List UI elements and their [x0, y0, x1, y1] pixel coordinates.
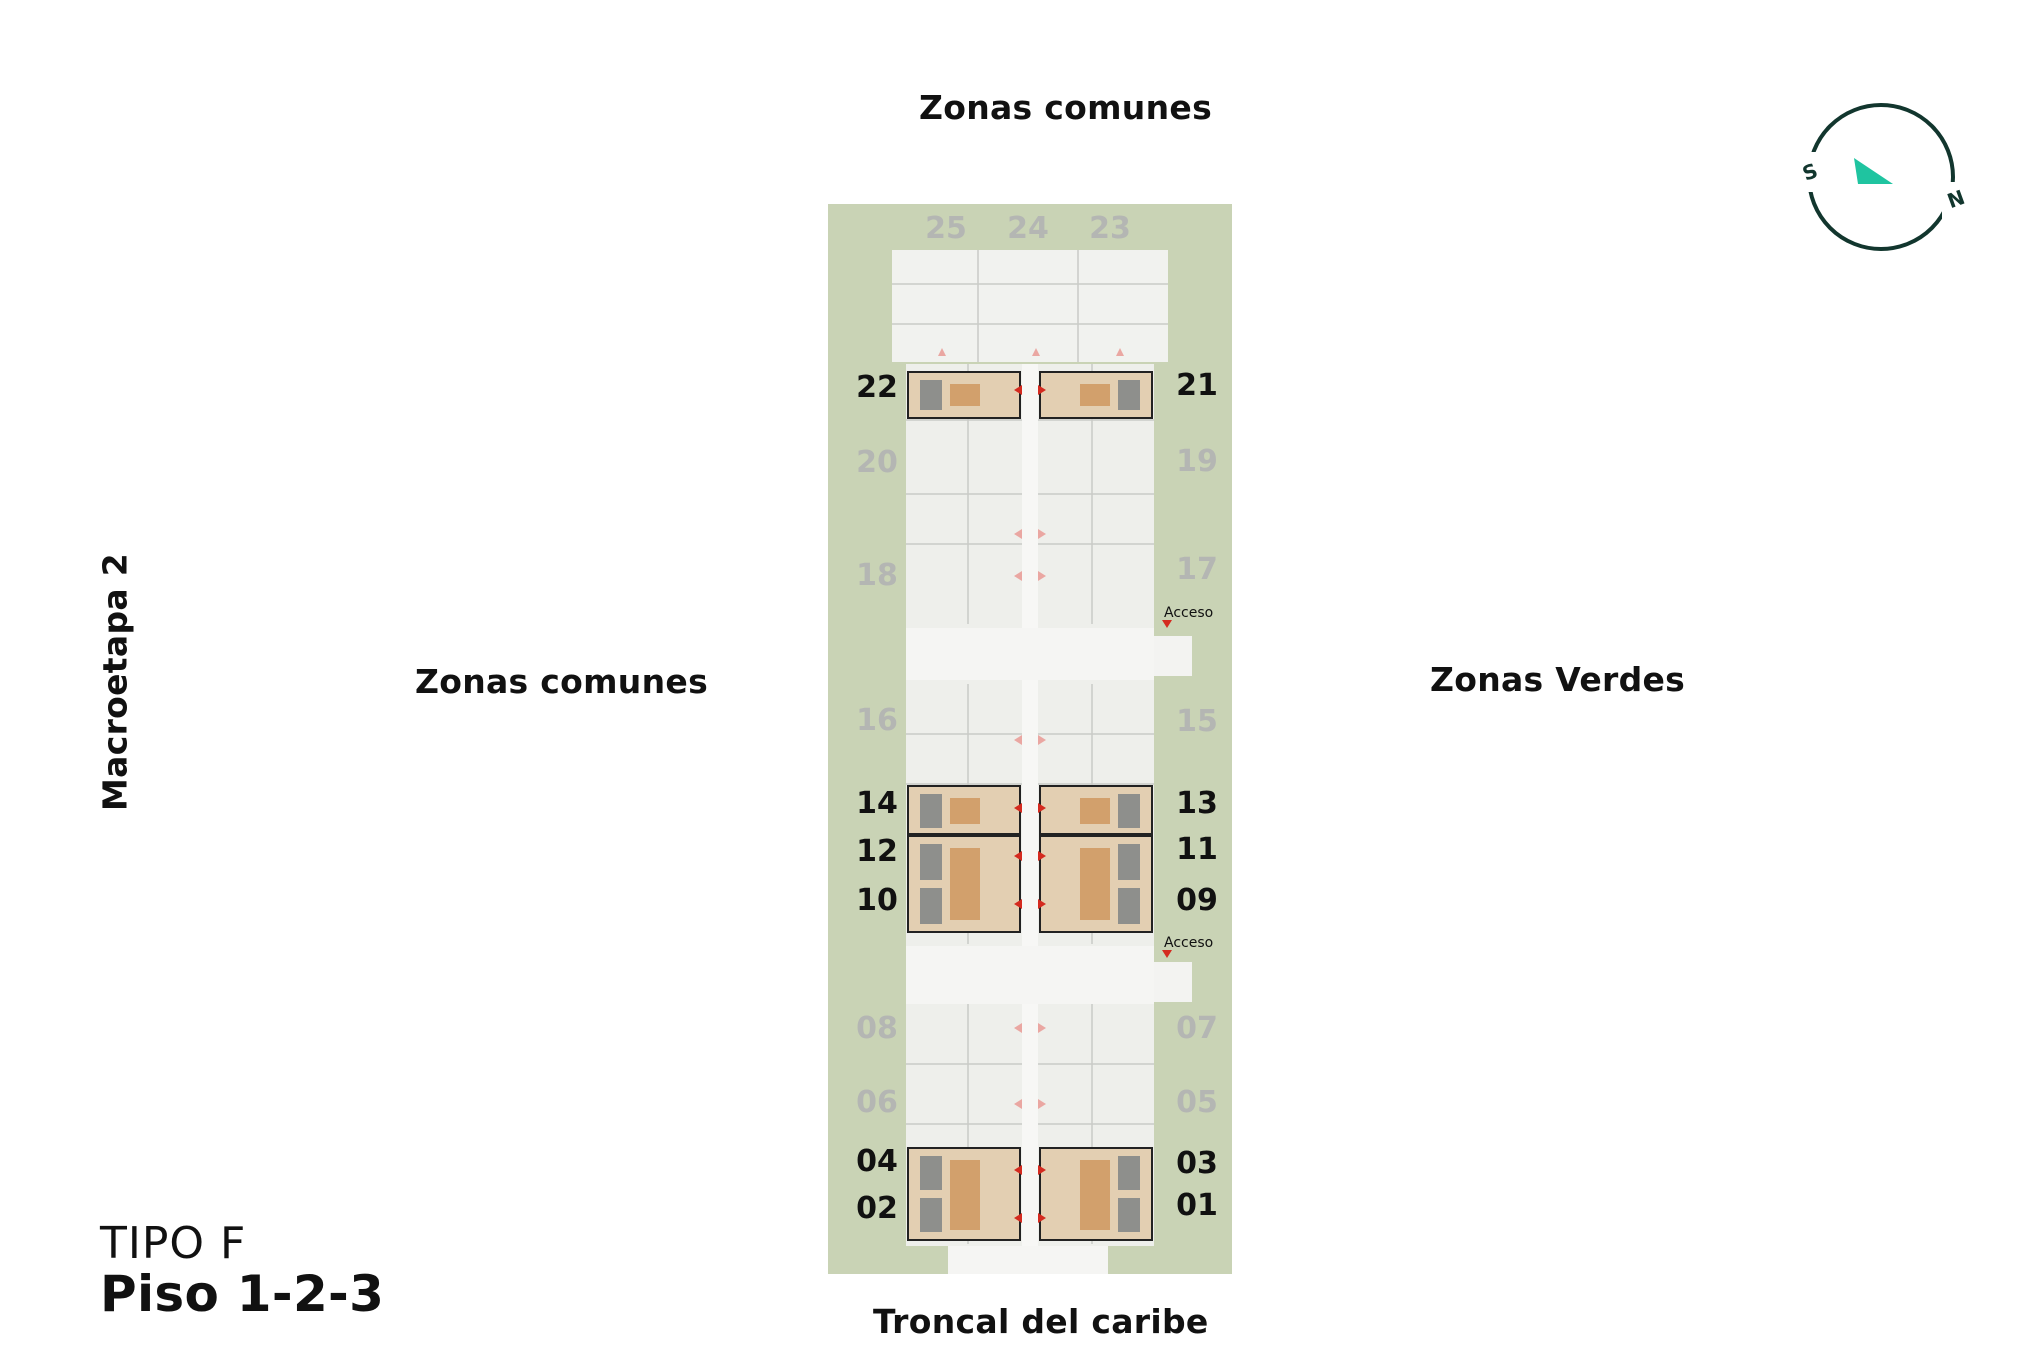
unit-label-10: 10 — [856, 883, 898, 918]
unit-label-25: 25 — [925, 211, 967, 246]
left-zone-label: Zonas comunes — [415, 662, 709, 701]
access-pad-lower — [1154, 962, 1192, 1002]
road-label: Troncal del caribe — [873, 1302, 1209, 1341]
unit-label-12: 12 — [856, 834, 898, 869]
unit-label-09: 09 — [1176, 883, 1218, 918]
compass-north-letter: N — [1944, 185, 1968, 213]
unit-label-11: 11 — [1176, 832, 1218, 867]
unit-label-21: 21 — [1176, 368, 1218, 403]
unit-label-06: 06 — [856, 1085, 898, 1120]
unit-label-14: 14 — [856, 786, 898, 821]
unit-label-22: 22 — [856, 370, 898, 405]
corridor-mid — [1022, 680, 1038, 946]
right-zone-label: Zonas Verdes — [1430, 660, 1686, 699]
unit-label-20: 20 — [856, 445, 898, 480]
floor-title: Piso 1-2-3 — [100, 1265, 385, 1323]
access-pad-upper — [1154, 636, 1192, 676]
unit-label-17: 17 — [1176, 552, 1218, 587]
unit-label-23: 23 — [1089, 211, 1131, 246]
hall-upper — [906, 628, 1154, 680]
door-markers — [1014, 385, 1172, 1223]
unit-label-02: 02 — [856, 1191, 898, 1226]
entrance-path — [948, 1246, 1108, 1274]
top-zone-label: Zonas comunes — [919, 88, 1213, 127]
unit-label-15: 15 — [1176, 704, 1218, 739]
macroetapa-label: Macroetapa 2 — [95, 553, 135, 811]
access-label-upper: Acceso — [1164, 605, 1213, 621]
access-label-lower: Acceso — [1164, 935, 1213, 951]
room-partitions — [892, 250, 1168, 1244]
unit-label-19: 19 — [1176, 444, 1218, 479]
floor-plan: Acceso Acceso 25 24 23 22 20 18 16 14 12 10 08 06 04… — [828, 204, 1232, 1274]
compass-icon: S N — [1798, 103, 1970, 251]
corridor-low — [1022, 1004, 1038, 1246]
unit-number-labels: 25 24 23 22 20 18 16 14 12 10 08 06 04 02 21 19 17 15 13 11… — [856, 211, 1218, 1226]
unit-label-08: 08 — [856, 1011, 898, 1046]
block-top — [892, 250, 1168, 362]
unit-label-16: 16 — [856, 703, 898, 738]
unit-label-03: 03 — [1176, 1146, 1218, 1181]
unit-label-18: 18 — [856, 558, 898, 593]
unit-label-04: 04 — [856, 1144, 898, 1179]
unit-label-24: 24 — [1007, 211, 1049, 246]
unit-label-01: 01 — [1176, 1188, 1218, 1223]
unit-label-13: 13 — [1176, 786, 1218, 821]
faded-door-markers — [938, 348, 1124, 1109]
unit-label-07: 07 — [1176, 1011, 1218, 1046]
compass-arrow — [1854, 158, 1893, 184]
unit-label-05: 05 — [1176, 1085, 1218, 1120]
corridor-upper — [1022, 364, 1038, 628]
highlighted-units — [907, 371, 1153, 1241]
unit-type-title: TIPO F — [100, 1218, 247, 1269]
hall-lower — [906, 946, 1154, 1004]
